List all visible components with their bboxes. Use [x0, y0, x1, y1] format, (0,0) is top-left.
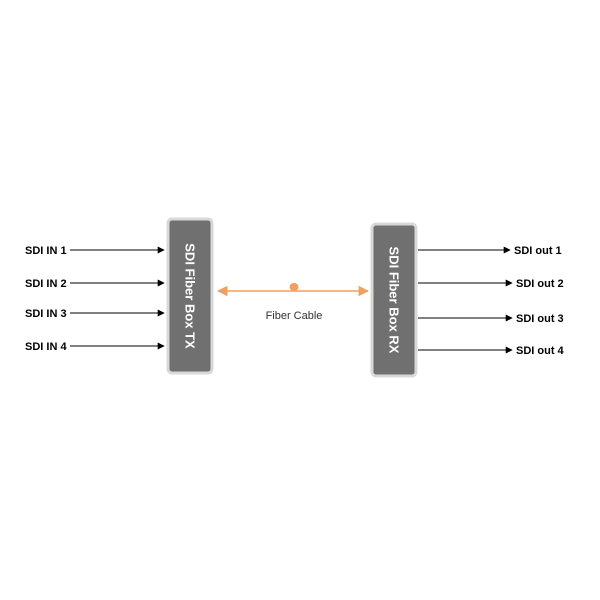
input-arrows — [70, 246, 165, 350]
output-label-1: SDI out 1 — [514, 245, 562, 257]
input-label-3: SDI IN 3 — [25, 308, 67, 320]
fiber-cable: Fiber Cable — [216, 283, 370, 322]
rx-box-label: SDI Fiber Box RX — [387, 247, 402, 354]
output-labels: SDI out 1 SDI out 2 SDI out 3 SDI out 4 — [514, 245, 565, 357]
rx-box: SDI Fiber Box RX — [370, 222, 418, 378]
input-label-4: SDI IN 4 — [25, 341, 67, 353]
rx-box-shape — [370, 222, 418, 378]
output-label-4: SDI out 4 — [516, 345, 565, 357]
input-label-1: SDI IN 1 — [25, 245, 67, 257]
output-arrows — [418, 246, 513, 354]
input-label-2: SDI IN 2 — [25, 278, 67, 290]
output-label-2: SDI out 2 — [516, 278, 564, 290]
tx-box: SDI Fiber Box TX — [166, 217, 214, 375]
fiber-cable-label: Fiber Cable — [266, 310, 323, 322]
input-labels: SDI IN 1 SDI IN 2 SDI IN 3 SDI IN 4 — [25, 245, 67, 353]
fiber-cable-node — [289, 283, 299, 291]
tx-box-label: SDI Fiber Box TX — [183, 243, 198, 349]
output-label-3: SDI out 3 — [516, 313, 564, 325]
tx-box-shape — [166, 217, 214, 375]
